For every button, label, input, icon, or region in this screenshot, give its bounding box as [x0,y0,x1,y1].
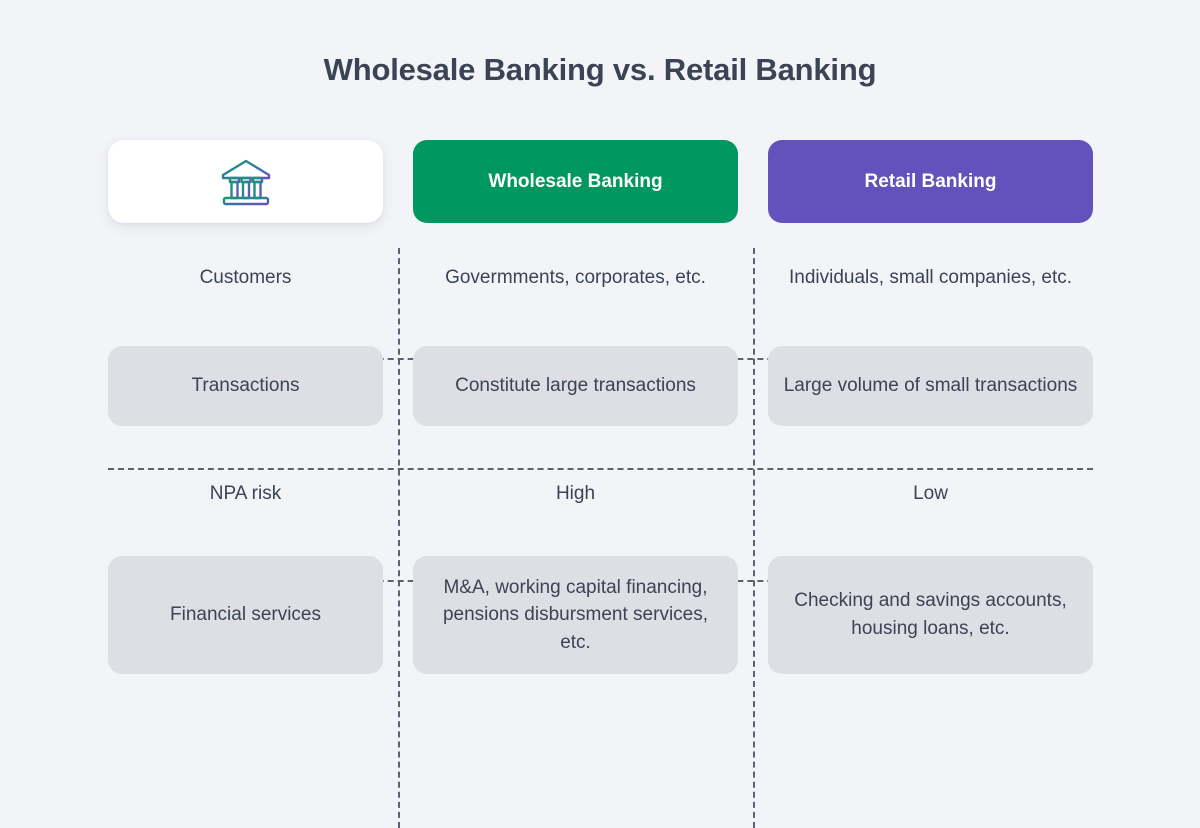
cell-value: Constitute large transactions [455,374,696,396]
row-label-pill: Transactions [108,345,383,426]
page-title: Wholesale Banking vs. Retail Banking [323,52,877,87]
row-label-pill: Financial services [108,556,383,674]
comparison-table: Wholesale Banking Retail Banking Custome… [108,140,1093,828]
table-row: Customers Govermments, corporates, etc. … [108,223,1093,333]
header-cell-wholesale: Wholesale Banking [413,140,738,223]
header-pill-wholesale[interactable]: Wholesale Banking [413,140,738,223]
bank-building-icon [221,159,270,205]
row-cell-wholesale: M&A, working capital financing, pensions… [413,550,738,680]
row-label-cell: Financial services [108,550,383,680]
row-label: Transactions [191,374,300,396]
row-separator [108,468,1093,470]
table-row: Transactions Constitute large transactio… [108,333,1093,438]
cell-pill: Large volume of small transactions [768,345,1093,426]
cell-pill: Checking and savings accounts, housing l… [768,556,1093,674]
infographic-page: Wholesale Banking vs. Retail Banking [108,52,1093,828]
header-pill-retail[interactable]: Retail Banking [768,140,1093,223]
row-cell-wholesale: High [413,438,738,550]
row-cell-wholesale: Govermments, corporates, etc. [413,223,738,333]
cell-pill: Constitute large transactions [413,345,738,426]
cell-value: Govermments, corporates, etc. [445,267,706,289]
cell-value: High [555,483,596,505]
column-divider-1 [398,248,400,828]
row-cell-retail: Large volume of small transactions [768,333,1093,438]
row-label: NPA risk [209,483,282,505]
row-cell-retail: Checking and savings accounts, housing l… [768,550,1093,680]
cell-value: Large volume of small transactions [783,374,1078,396]
header-cell-retail: Retail Banking [768,140,1093,223]
row-cell-wholesale: Constitute large transactions [413,333,738,438]
row-label-cell: NPA risk [108,438,383,550]
table-header-row: Wholesale Banking Retail Banking [108,140,1093,223]
row-cell-retail: Low [768,438,1093,550]
header-icon-cell [108,140,383,223]
bank-icon-card [108,140,383,223]
cell-pill: M&A, working capital financing, pensions… [413,556,738,674]
row-label: Customers [199,267,292,289]
column-gap [738,140,768,223]
cell-value: M&A, working capital financing, pensions… [442,576,709,653]
row-label-cell: Customers [108,223,383,333]
column-divider-2 [753,248,755,828]
column-gap [383,140,413,223]
cell-value: Low [913,483,948,505]
row-cell-retail: Individuals, small companies, etc. [768,223,1093,333]
table-row: NPA risk High Low [108,438,1093,550]
cell-value: Individuals, small companies, etc. [788,267,1072,289]
row-label: Financial services [170,604,321,626]
table-row: Financial services M&A, working capital … [108,550,1093,680]
cell-value: Checking and savings accounts, housing l… [794,590,1067,639]
row-label-cell: Transactions [108,333,383,438]
